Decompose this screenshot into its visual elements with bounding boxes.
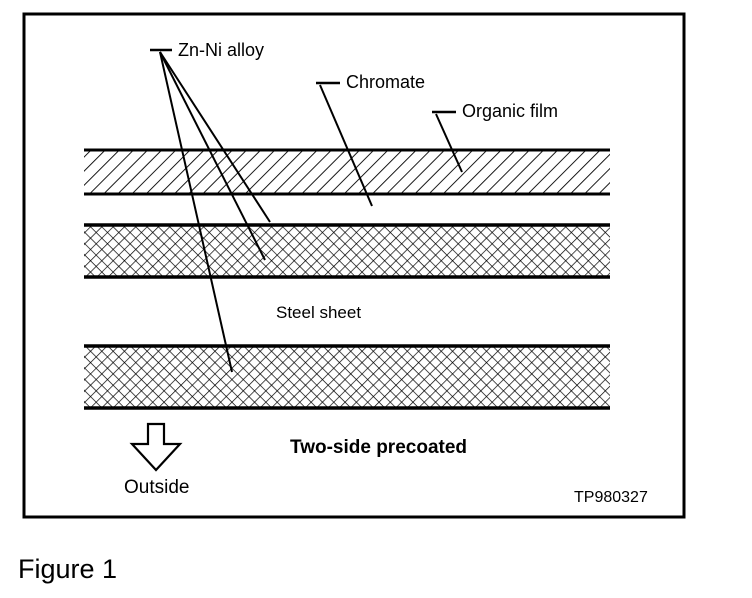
zn-ni-leader-to-upper-layer-2	[159, 51, 266, 261]
figure-caption: Figure 1	[18, 554, 118, 584]
organic-leader	[435, 113, 463, 173]
outside-label: Outside	[124, 477, 190, 498]
figure-frame	[22, 12, 686, 519]
steel-sheet-label: Steel sheet	[276, 303, 362, 322]
diagram-title: Two-side precoated	[290, 437, 468, 458]
figure-code: TP980327	[574, 489, 648, 506]
zn-ni-layer-upper	[84, 225, 610, 277]
zn-ni-leader-to-upper-layer	[159, 51, 271, 223]
chromate-leader	[319, 84, 373, 207]
organic-film-label: Organic film	[462, 101, 559, 121]
chromate-label: Chromate	[346, 72, 426, 92]
zn-ni-layer-lower	[84, 346, 610, 408]
organic-film-layer	[84, 150, 610, 194]
zn-ni-leader-to-lower-layer	[159, 51, 233, 373]
arrow-down-icon	[129, 422, 183, 472]
zn-ni-alloy-label: Zn-Ni alloy	[178, 40, 265, 60]
